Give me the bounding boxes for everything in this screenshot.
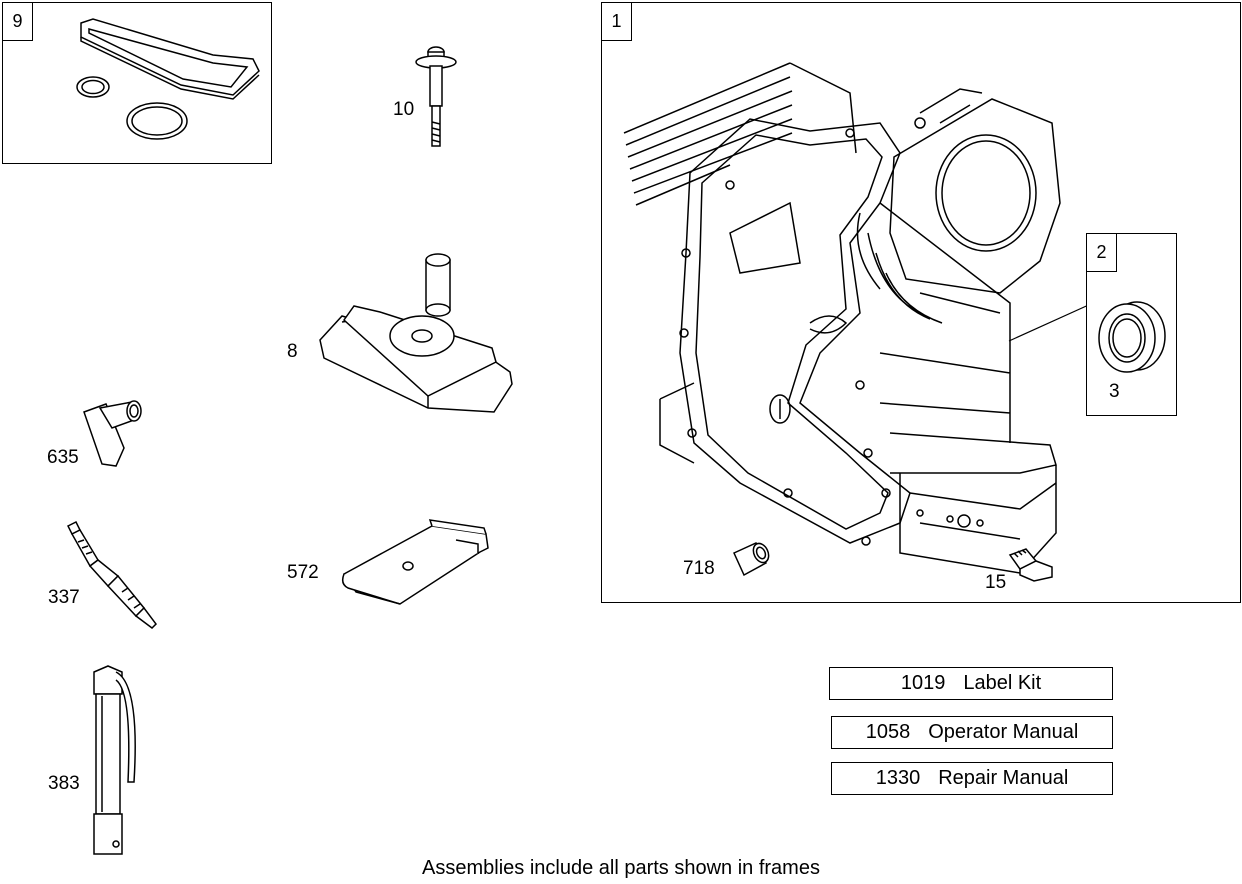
dowel-pin-illustration[interactable] (728, 539, 772, 579)
doc-repair-manual[interactable]: 1330 Repair Manual (831, 762, 1113, 795)
bearing-illustration[interactable] (1097, 298, 1169, 378)
callout-572: 572 (287, 562, 319, 583)
gasket-set-illustration[interactable] (63, 15, 263, 145)
callout-635: 635 (47, 447, 79, 468)
frame-2-tag: 2 (1087, 234, 1117, 272)
frame-9-tag: 9 (3, 3, 33, 41)
doc-label-kit[interactable]: 1019 Label Kit (829, 667, 1113, 700)
doc-title: Operator Manual (928, 721, 1079, 743)
callout-337: 337 (48, 587, 80, 608)
doc-title: Repair Manual (938, 767, 1069, 789)
callout-10: 10 (393, 99, 415, 120)
spark-plug-illustration[interactable] (64, 520, 164, 630)
leader-line-frame-2 (1007, 301, 1097, 345)
callout-8: 8 (287, 341, 298, 362)
shield-bracket-illustration[interactable] (338, 518, 498, 610)
bolt-illustration[interactable] (414, 42, 460, 152)
breather-cover-illustration[interactable] (316, 248, 516, 418)
doc-title: Label Kit (963, 672, 1042, 694)
footer-note: Assemblies include all parts shown in fr… (422, 857, 820, 879)
frame-9-gasket-set: 9 (2, 2, 272, 164)
doc-number: 1058 (865, 721, 911, 743)
drain-plug-illustration[interactable] (1006, 547, 1056, 583)
callout-15: 15 (985, 572, 1007, 593)
doc-number: 1019 (900, 672, 946, 694)
doc-operator-manual[interactable]: 1058 Operator Manual (831, 716, 1113, 749)
callout-383: 383 (48, 773, 80, 794)
crankcase-illustration[interactable] (620, 53, 1060, 573)
frame-2-bearing: 2 3 (1086, 233, 1177, 416)
callout-718: 718 (683, 558, 715, 579)
spark-plug-boot-illustration[interactable] (78, 398, 150, 472)
callout-3: 3 (1109, 381, 1120, 402)
doc-number: 1330 (875, 767, 921, 789)
spark-plug-wrench-illustration[interactable] (84, 662, 148, 868)
frame-1-tag: 1 (602, 3, 632, 41)
